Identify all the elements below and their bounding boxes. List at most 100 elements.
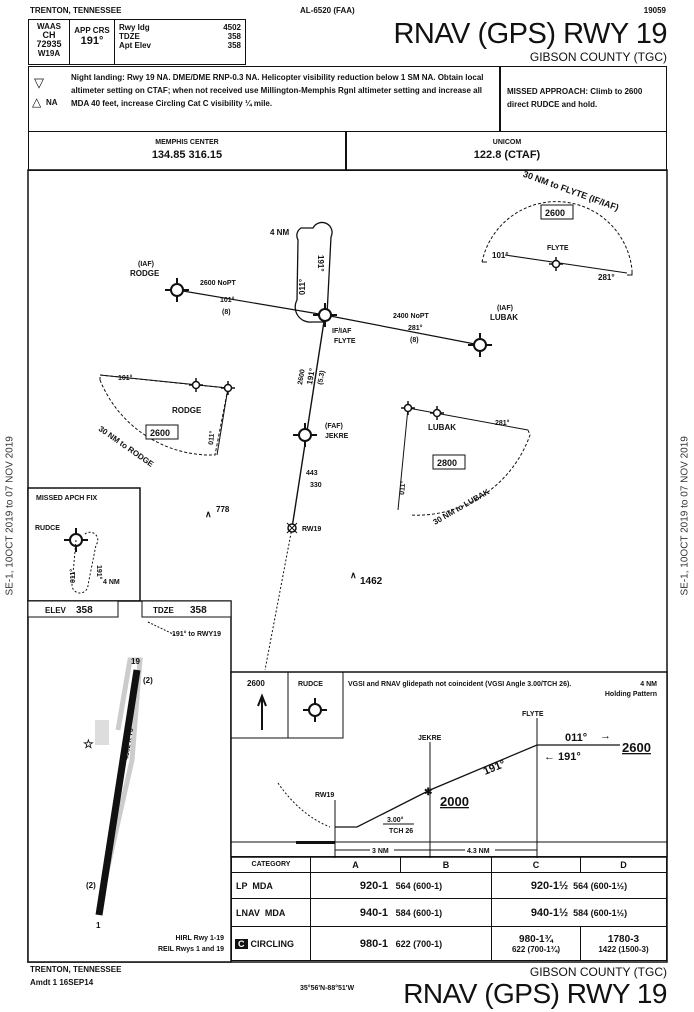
missed-course bbox=[264, 527, 293, 671]
lubak-altitude: 2400 NoPT bbox=[393, 313, 430, 320]
rw19-label: RW19 bbox=[302, 526, 321, 533]
rw19-waypoint-icon bbox=[286, 522, 298, 534]
in-arrow-icon: ← bbox=[544, 751, 555, 763]
flyte-type: IF/IAF bbox=[332, 328, 352, 335]
missed-fix-box-name: RUDCE bbox=[298, 681, 323, 688]
notes-text: Night landing: Rwy 19 NA. DME/DME RNP-0.… bbox=[71, 73, 484, 108]
hold-distance: 4 NM bbox=[270, 228, 289, 237]
taa-left-crs: 101° bbox=[118, 374, 133, 382]
final-course-label: 191° bbox=[305, 367, 317, 385]
apt-elev-label: Apt Elev bbox=[119, 41, 152, 50]
comms-divider bbox=[345, 132, 347, 170]
jekre-name: JEKRE bbox=[325, 433, 349, 440]
airport-tdze: 358 bbox=[190, 605, 207, 616]
taa-left-alt: 2600 bbox=[150, 428, 170, 438]
missed-approach-text: MISSED APPROACH: Climb to 2600 direct RU… bbox=[507, 87, 643, 109]
tdze-label: TDZE bbox=[119, 32, 140, 41]
hold-note-dist: 4 NM bbox=[640, 681, 657, 688]
tdze-row: TDZE 358 bbox=[119, 32, 241, 41]
tdze-value: 358 bbox=[227, 32, 241, 41]
app-crs-value: 191° bbox=[80, 35, 104, 47]
circling-label: CIRCLING bbox=[250, 938, 295, 949]
final-altitude: 2600 bbox=[297, 369, 307, 386]
obstacle-778: 778 bbox=[216, 505, 230, 514]
climb-arrow-icon bbox=[257, 693, 267, 730]
rodge-distance: (8) bbox=[222, 309, 231, 316]
missed-inset-dist: 4 NM bbox=[103, 579, 120, 586]
taa-right-fix: LUBAK bbox=[428, 423, 456, 432]
obstacle-1462: 1462 bbox=[360, 576, 383, 587]
minima-haa: 622 (700-1¾) bbox=[511, 944, 561, 954]
elev-box bbox=[27, 600, 119, 618]
waas-id: W19A bbox=[37, 49, 61, 58]
taa-right-fix-icon bbox=[429, 405, 445, 421]
vgsi-note: VGSI and RNAV glidepath not coincident (… bbox=[348, 681, 571, 688]
missed-inset-title: MISSED APCH FIX bbox=[36, 495, 98, 502]
profile-out-crs: 011° bbox=[565, 732, 587, 744]
procedure-title: RNAV (GPS) RWY 19 bbox=[393, 18, 667, 50]
waas-channel: CH 72935 bbox=[36, 30, 62, 49]
missed-apch-fix-inset bbox=[27, 487, 141, 602]
airport-name: GIBSON COUNTY (TGC) bbox=[529, 50, 667, 64]
minima-value: 980-1¾ bbox=[519, 933, 553, 945]
footer-amendment: Amdt 1 16SEP14 bbox=[30, 978, 94, 987]
circling-icon: C bbox=[235, 938, 248, 949]
lubak-course: 281° bbox=[408, 324, 423, 332]
taa-left: 101° RODGE 2600 011° 30 NM to RODGE bbox=[97, 374, 236, 469]
airport-elev: 358 bbox=[76, 605, 93, 616]
taa-left-alt-box bbox=[145, 424, 179, 440]
taa-right-alt-box bbox=[432, 454, 466, 470]
profile-rw19: RW19 bbox=[315, 792, 334, 799]
distance-rw19-jekre: 3 NM bbox=[372, 848, 389, 855]
taa-right-crs: 281° bbox=[495, 419, 510, 427]
final-approach-value-a: 443 bbox=[306, 470, 318, 477]
runway-end-1: 1 bbox=[96, 921, 101, 930]
missed-inset-out-crs: 011° bbox=[69, 569, 77, 583]
vgsi-south: (2) bbox=[86, 881, 96, 890]
rwy-ldg-value: 4502 bbox=[223, 23, 241, 32]
minima-header-row: CATEGORY A B C D bbox=[231, 856, 667, 873]
final-distance: (5.3) bbox=[317, 370, 326, 385]
taa-top-right-crs: 281° bbox=[598, 273, 615, 282]
minima-lp-ab: 920-1 564 (600-1) bbox=[310, 872, 492, 899]
profile-view bbox=[230, 671, 668, 858]
taa-right-side-crs: 011° bbox=[398, 480, 407, 495]
na-label: NA bbox=[46, 98, 58, 107]
airport-rwy-note: 191° to RWY19 bbox=[172, 630, 221, 638]
lighting-hirl: HIRL Rwy 1-19 bbox=[176, 935, 225, 942]
taa-left-fix-icon bbox=[188, 377, 204, 393]
hold-note-pattern: Holding Pattern bbox=[605, 691, 657, 698]
minima-haa: 584 (600-1½) bbox=[573, 907, 628, 918]
lubak-distance: (8) bbox=[410, 337, 419, 344]
taa-left-corner-fix-icon bbox=[220, 380, 236, 396]
rodge-fix-icon bbox=[164, 277, 190, 303]
vgsi-north: (2) bbox=[143, 676, 153, 685]
unicom-label: UNICOM bbox=[492, 139, 522, 146]
minima-lnav-ab: 940-1 584 (600-1) bbox=[310, 898, 492, 927]
minima-header-c: C bbox=[491, 856, 581, 873]
beacon-icon: ☆ bbox=[83, 737, 94, 751]
taa-right-corner-fix-icon bbox=[400, 400, 416, 416]
lubak-segment bbox=[324, 314, 481, 346]
minima-value: 980-1 bbox=[359, 937, 389, 950]
minima-haa: 584 (600-1) bbox=[395, 907, 443, 918]
minima-haa: 564 (600-1½) bbox=[573, 880, 628, 891]
minima-table: CATEGORY A B C D LP MDA 920-1 564 (600-1… bbox=[231, 856, 667, 961]
minima-value: 1780-3 bbox=[607, 933, 640, 945]
glidepath-tch: TCH 26 bbox=[389, 828, 413, 835]
taa-top-fix: FLYTE bbox=[547, 245, 569, 252]
hold-inbound-crs: 191° bbox=[316, 255, 325, 272]
lubak-name: LUBAK bbox=[490, 313, 518, 322]
tdze-box bbox=[141, 600, 232, 618]
footer-airport: GIBSON COUNTY (TGC) bbox=[529, 965, 667, 979]
taa-top-alt: 2600 bbox=[545, 208, 565, 218]
minima-row-lnav: LNAV MDA 940-1 584 (600-1) 940-1½ 584 (6… bbox=[231, 898, 667, 927]
runway-1-19 bbox=[95, 669, 141, 916]
obstacle-icon-2: ∧ bbox=[350, 570, 357, 580]
rodge-type: (IAF) bbox=[138, 261, 154, 268]
